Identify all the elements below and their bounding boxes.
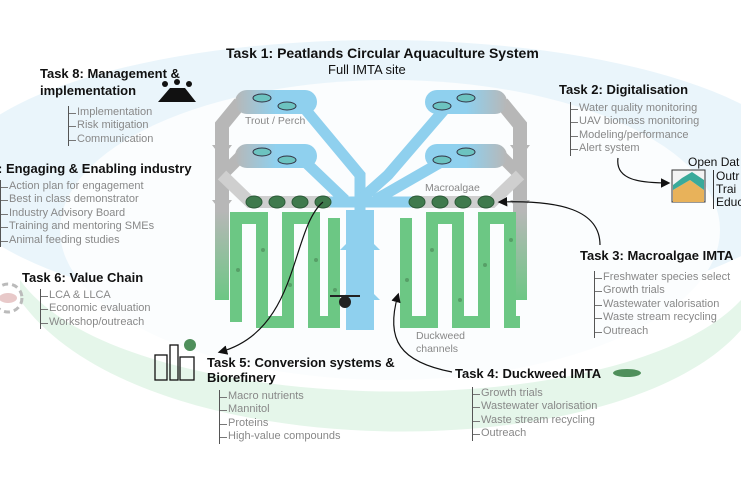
task4-title: Task 4: Duckweed IMTA xyxy=(455,366,602,381)
duckweed-icon xyxy=(613,369,641,377)
arrow-task4-duckweed xyxy=(391,292,453,373)
task4-item: Waste stream recycling xyxy=(473,414,597,427)
macroalgae-label: Macroalgae xyxy=(425,182,480,194)
task2-item: Modeling/performance xyxy=(571,129,699,142)
task2-item: UAV biomass monitoring xyxy=(571,115,699,128)
arrow-task2-opendata xyxy=(617,157,671,188)
task5-item: High-value compounds xyxy=(220,430,341,443)
task3-item: Outreach xyxy=(595,325,730,338)
grey-return-pipes xyxy=(215,98,527,300)
task2-item: Alert system xyxy=(571,142,699,155)
task5-item: Proteins xyxy=(220,417,341,430)
task2-list: Water quality monitoring UAV biomass mon… xyxy=(570,102,699,156)
task4-item: Outreach xyxy=(473,427,597,440)
task1-title: Task 1: Peatlands Circular Aquaculture S… xyxy=(226,45,539,61)
task5-item: Mannitol xyxy=(220,403,341,416)
task7-item: Training and mentoring SMEs xyxy=(1,220,154,233)
task7-list: Action plan for engagement Best in class… xyxy=(0,180,154,248)
task5-list: Macro nutrients Mannitol Proteins High-v… xyxy=(219,390,341,444)
background-green-swirl xyxy=(20,280,741,432)
task5-item: Macro nutrients xyxy=(220,390,341,403)
task8-item: Risk mitigation xyxy=(69,119,153,132)
grey-flow-arrows xyxy=(212,145,530,213)
biorefinery-icon xyxy=(154,339,196,381)
data-chart-icon xyxy=(671,169,706,203)
value-chain-cycle-icon xyxy=(0,282,24,314)
duckweed-label-line2: channels xyxy=(416,343,459,355)
task8-item: Communication xyxy=(69,133,153,146)
duckweed-channels xyxy=(230,212,520,328)
task3-item: Freshwater species select xyxy=(595,271,730,284)
central-water-channel xyxy=(346,210,374,330)
task5-title: Task 5: Conversion systems & xyxy=(207,355,395,370)
task3-item: Growth trials xyxy=(595,284,730,297)
open-data-item: Trai xyxy=(716,182,737,196)
open-data-item: Educ xyxy=(716,195,741,209)
task3-item: Waste stream recycling xyxy=(595,311,730,324)
duckweed-channels-label: Duckweed channels xyxy=(416,330,465,356)
task4-item: Wastewater valorisation xyxy=(473,400,597,413)
task3-title: Task 3: Macroalgae IMTA xyxy=(580,248,734,263)
task2-title: Task 2: Digitalisation xyxy=(559,82,689,97)
task7-item: Industry Advisory Board xyxy=(1,207,154,220)
task6-title: Task 6: Value Chain xyxy=(22,270,144,285)
task4-list: Growth trials Wastewater valorisation Wa… xyxy=(472,387,597,441)
drone-icon xyxy=(330,295,360,308)
trout-perch-label: Trout / Perch xyxy=(245,115,306,127)
meeting-people-icon xyxy=(158,79,196,102)
task8-list: Implementation Risk mitigation Communica… xyxy=(68,106,153,147)
arrow-algae-task5 xyxy=(217,201,324,355)
task7-title: : Engaging & Enabling industry xyxy=(0,161,192,176)
task1-subtitle: Full IMTA site xyxy=(328,62,406,77)
task7-item: Animal feeding studies xyxy=(1,234,154,247)
task6-item: LCA & LLCA xyxy=(41,289,151,302)
task8-title: Task 8: Management & xyxy=(40,66,180,81)
macroalgae-tanks xyxy=(245,195,495,209)
task8-title-line2: implementation xyxy=(40,83,137,98)
task8-item: Implementation xyxy=(69,106,153,119)
fish-icons xyxy=(252,93,476,165)
open-data-list: Outr Trai Educ xyxy=(713,170,741,209)
duckweed-specks xyxy=(236,238,513,302)
task4-item: Growth trials xyxy=(473,387,597,400)
task6-item: Economic evaluation xyxy=(41,302,151,315)
task6-item: Workshop/outreach xyxy=(41,316,151,329)
open-data-item: Outr xyxy=(716,169,740,183)
task7-item: Action plan for engagement xyxy=(1,180,154,193)
task3-list: Freshwater species select Growth trials … xyxy=(594,271,730,339)
open-data-title: Open Dat xyxy=(688,155,740,169)
task2-item: Water quality monitoring xyxy=(571,102,699,115)
task6-list: LCA & LLCA Economic evaluation Workshop/… xyxy=(40,289,151,330)
task7-item: Best in class demonstrator xyxy=(1,193,154,206)
arrow-task3-macroalgae xyxy=(497,196,601,246)
task3-item: Wastewater valorisation xyxy=(595,298,730,311)
task5-title-line2: Biorefinery xyxy=(207,370,276,385)
duckweed-label-line1: Duckweed xyxy=(416,330,466,342)
